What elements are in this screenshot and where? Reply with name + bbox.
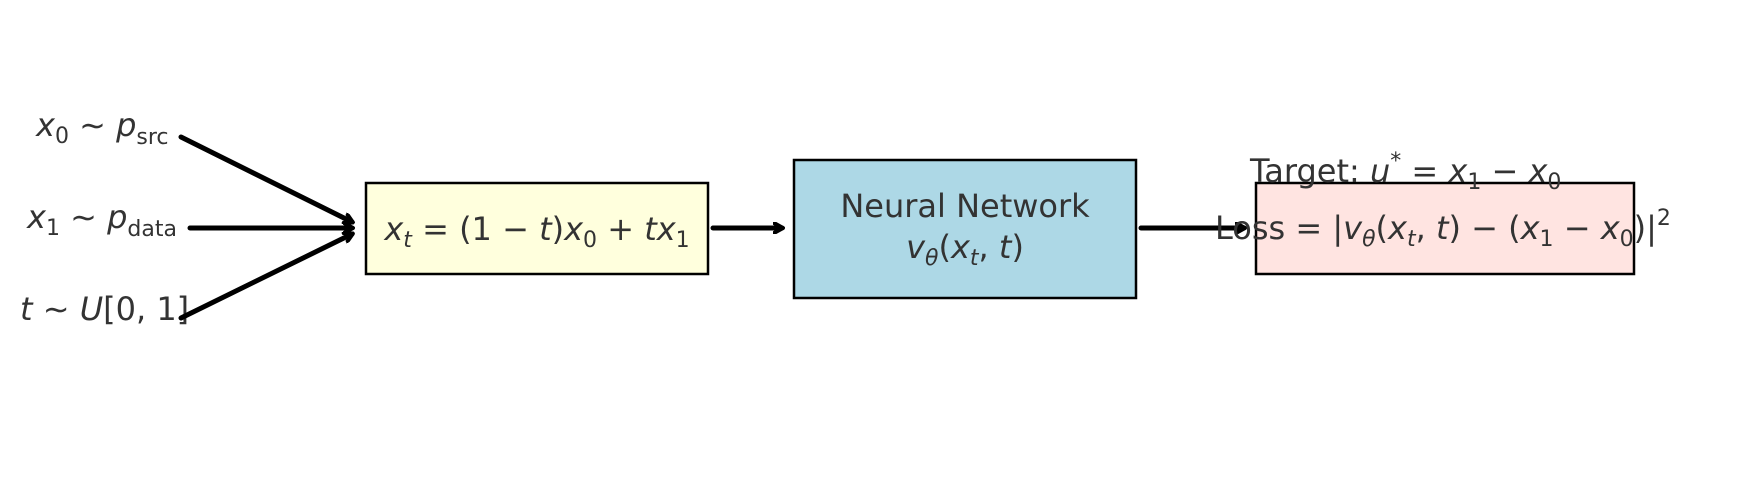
arrow-x0-to-interp <box>178 134 352 222</box>
input-x1-label: x1 ∼ pdata <box>26 198 177 242</box>
network-formula: vθ(xt, t) <box>906 228 1024 271</box>
loss-formula: Loss = |vθ(xt, t) − (x1 − x0)|2 <box>1215 206 1671 252</box>
network-title: Neural Network <box>840 187 1090 225</box>
arrow-t-to-interp <box>178 234 352 321</box>
interpolation-formula: xt = (1 − t)x0 + tx1 <box>383 210 689 253</box>
loss-box <box>1254 181 1636 276</box>
interpolation-box <box>364 181 710 276</box>
input-x0-label: x0 ∼ psrc <box>35 106 169 150</box>
network-box <box>792 158 1138 300</box>
input-t-label: t ∼ U[0, 1] <box>20 290 189 328</box>
target-label: Target: u* = x1 − x0 <box>1249 149 1561 195</box>
